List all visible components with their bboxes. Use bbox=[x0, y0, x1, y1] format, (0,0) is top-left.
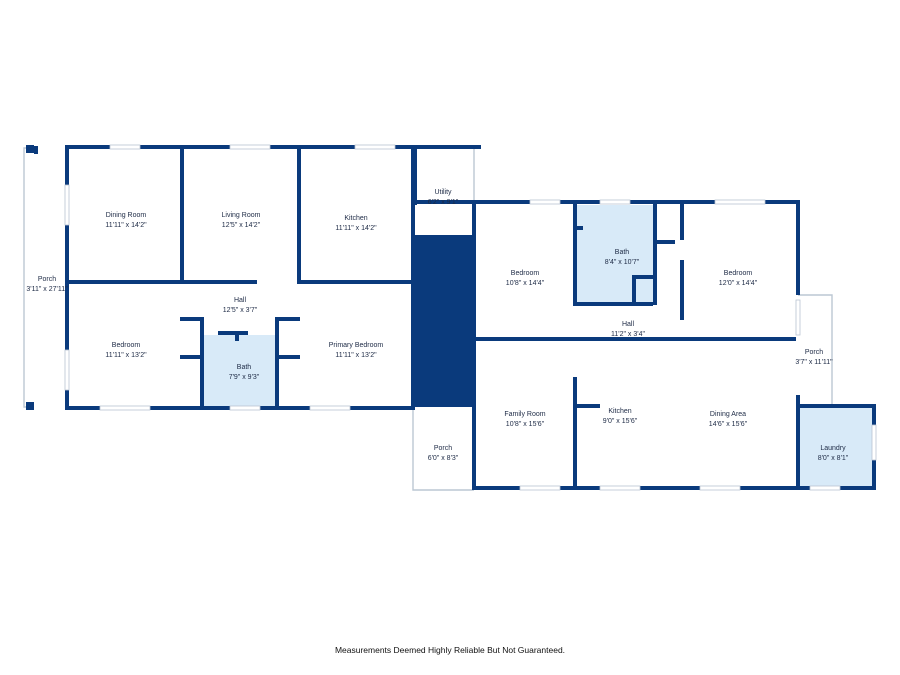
room-name: Kitchen bbox=[608, 408, 631, 415]
room-label-bath-east: Bath 8'4" x 10'7" bbox=[605, 249, 640, 266]
room-label-hall-west: Hall 12'5" x 3'7" bbox=[223, 297, 258, 314]
room-name: Bath bbox=[237, 364, 252, 371]
room-label-family-room: Family Room 10'8" x 15'6" bbox=[504, 411, 545, 428]
room-name: Dining Room bbox=[106, 212, 147, 219]
room-name: Kitchen bbox=[344, 215, 367, 222]
room-dims: 12'5" x 14'2" bbox=[222, 222, 261, 229]
room-dims: 11'11" x 14'2" bbox=[335, 225, 377, 232]
bath-west-fill bbox=[203, 335, 275, 407]
room-dims: 3'7" x 11'11" bbox=[795, 359, 833, 366]
room-dims: 6'2" x 9'1" bbox=[428, 199, 459, 206]
room-label-kitchen-west: Kitchen 11'11" x 14'2" bbox=[335, 215, 377, 232]
room-name: Laundry bbox=[820, 445, 846, 452]
room-name: Porch bbox=[38, 276, 56, 283]
room-dims: 8'4" x 10'7" bbox=[605, 259, 640, 266]
room-label-dining-area: Dining Area 14'6" x 15'6" bbox=[709, 411, 748, 428]
bath-east-fill bbox=[575, 205, 655, 303]
room-dims: 12'0" x 14'4" bbox=[719, 280, 758, 287]
room-name: Utility bbox=[434, 189, 452, 196]
room-dims: 8'0" x 8'1" bbox=[818, 455, 849, 462]
room-label-utility: Utility 6'2" x 9'1" bbox=[428, 189, 459, 206]
room-name: Bedroom bbox=[112, 342, 141, 349]
room-label-porch-south: Porch 6'0" x 8'3" bbox=[428, 445, 459, 462]
room-name: Hall bbox=[622, 321, 635, 328]
room-name: Hall bbox=[234, 297, 247, 304]
room-dims: 12'5" x 3'7" bbox=[223, 307, 258, 314]
room-label-porch-east: Porch 3'7" x 11'11" bbox=[795, 349, 833, 366]
windows bbox=[64, 144, 877, 491]
room-label-bedroom-east-1: Bedroom 10'8" x 14'4" bbox=[506, 270, 545, 287]
room-dims: 14'6" x 15'6" bbox=[709, 421, 748, 428]
disclaimer-text: Measurements Deemed Highly Reliable But … bbox=[334, 645, 566, 655]
room-name: Bath bbox=[615, 249, 630, 256]
room-label-bedroom-east-2: Bedroom 12'0" x 14'4" bbox=[719, 270, 758, 287]
room-name: Primary Bedroom bbox=[329, 342, 384, 349]
room-name: Porch bbox=[434, 445, 452, 452]
room-dims: 11'2" x 3'4" bbox=[611, 331, 645, 338]
room-name: Living Room bbox=[222, 212, 261, 219]
room-label-laundry: Laundry 8'0" x 8'1" bbox=[818, 445, 849, 462]
room-dims: 9'0" x 15'6" bbox=[603, 418, 638, 425]
room-dims: 11'11" x 14'2" bbox=[105, 222, 147, 229]
stair-block bbox=[413, 235, 474, 407]
room-dims: 10'8" x 14'4" bbox=[506, 280, 545, 287]
room-dims: 10'8" x 15'6" bbox=[506, 421, 545, 428]
room-name: Bedroom bbox=[511, 270, 540, 277]
walls bbox=[26, 145, 876, 490]
room-name: Porch bbox=[805, 349, 823, 356]
room-name: Dining Area bbox=[710, 411, 746, 418]
room-label-dining-room: Dining Room 11'11" x 14'2" bbox=[105, 212, 147, 229]
room-label-hall-east: Hall 11'2" x 3'4" bbox=[611, 321, 645, 338]
laundry-fill bbox=[796, 407, 874, 487]
room-dims: 11'11" x 13'2" bbox=[105, 352, 147, 359]
room-name: Bedroom bbox=[724, 270, 753, 277]
room-label-primary-bedroom: Primary Bedroom 11'11" x 13'2" bbox=[329, 342, 384, 359]
room-dims: 3'11" x 27'11" bbox=[26, 286, 68, 293]
room-label-porch-west: Porch 3'11" x 27'11" bbox=[26, 276, 68, 293]
room-dims: 11'11" x 13'2" bbox=[335, 352, 377, 359]
room-label-kitchen-east: Kitchen 9'0" x 15'6" bbox=[603, 408, 638, 425]
room-name: Family Room bbox=[504, 411, 545, 418]
room-label-living-room: Living Room 12'5" x 14'2" bbox=[222, 212, 261, 229]
room-dims: 6'0" x 8'3" bbox=[428, 455, 459, 462]
room-label-bedroom-west: Bedroom 11'11" x 13'2" bbox=[105, 342, 147, 359]
room-dims: 7'9" x 9'3" bbox=[229, 374, 260, 381]
room-label-bath-west: Bath 7'9" x 9'3" bbox=[229, 364, 260, 381]
